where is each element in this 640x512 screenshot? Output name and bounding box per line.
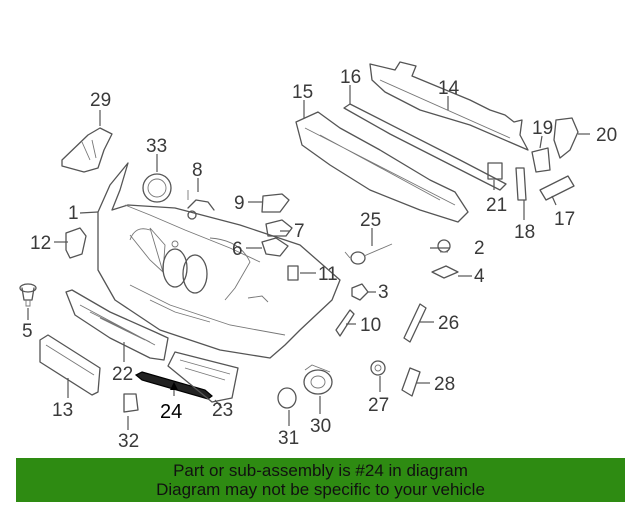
callout-6: 6 — [232, 239, 243, 260]
sensor-27-drawing — [370, 360, 386, 376]
callout-12: 12 — [30, 233, 51, 254]
bracket-21-drawing — [487, 162, 503, 180]
callout-15: 15 — [292, 82, 313, 103]
callout-23: 23 — [212, 400, 233, 421]
bracket-17-drawing — [539, 175, 575, 201]
callout-32: 32 — [118, 431, 139, 452]
callout-18: 18 — [514, 222, 535, 243]
nut-4-drawing — [431, 265, 459, 279]
callout-33: 33 — [146, 136, 167, 157]
bracket-12-drawing — [65, 227, 87, 259]
callout-11: 11 — [318, 264, 338, 285]
callout-19: 19 — [532, 118, 553, 139]
callout-28: 28 — [434, 374, 455, 395]
callout-1: 1 — [68, 203, 79, 224]
grommet-3-drawing — [351, 283, 369, 301]
callout-26: 26 — [438, 313, 459, 334]
bumper-cover-drawing — [97, 162, 341, 359]
bracket-28-drawing — [401, 367, 421, 397]
callout-3: 3 — [378, 282, 389, 303]
ring-31-drawing — [277, 387, 297, 409]
arrow-24-icon — [170, 382, 178, 390]
callout-2: 2 — [474, 238, 485, 259]
callout-27: 27 — [368, 395, 389, 416]
parts-diagram: 1 2 3 4 5 6 7 8 9 10 11 12 13 14 15 16 1… — [19, 61, 617, 452]
leader-lines — [27, 85, 590, 430]
bracket-32-drawing — [123, 393, 139, 413]
reinforcement-14-drawing — [369, 61, 529, 151]
callout-21: 21 — [486, 195, 507, 216]
bracket-26-drawing — [403, 303, 427, 343]
callout-17: 17 — [554, 209, 575, 230]
part-info-banner: Part or sub-assembly is #24 in diagram D… — [16, 458, 625, 502]
callout-5: 5 — [22, 321, 33, 342]
callout-30: 30 — [310, 416, 331, 437]
callout-labels: 1 2 3 4 5 6 7 8 9 10 11 12 13 14 15 16 1… — [22, 67, 617, 452]
bracket-6-drawing — [261, 237, 289, 257]
bracket-19-drawing — [531, 147, 551, 173]
callout-9: 9 — [234, 193, 245, 214]
grille-23-drawing — [167, 351, 239, 403]
callout-16: 16 — [340, 67, 361, 88]
banner-line-disclaimer: Diagram may not be specific to your vehi… — [156, 480, 485, 499]
callout-25: 25 — [360, 210, 381, 231]
washer-cap-9-drawing — [261, 193, 290, 213]
reflector-10-drawing — [335, 309, 355, 337]
callout-14: 14 — [438, 78, 460, 99]
sensor-bracket-8-drawing — [187, 190, 215, 220]
callout-31: 31 — [278, 428, 299, 449]
callout-22: 22 — [112, 364, 133, 385]
callout-10: 10 — [360, 315, 381, 336]
callout-20: 20 — [596, 125, 617, 146]
bracket-18-drawing — [515, 167, 527, 201]
banner-line-part: Part or sub-assembly is #24 in diagram — [173, 461, 468, 480]
callout-4: 4 — [474, 266, 485, 287]
callout-24: 24 — [160, 401, 182, 423]
clip-5-drawing — [19, 283, 37, 307]
absorber-15-drawing — [295, 111, 469, 223]
bracket-7-drawing — [265, 219, 293, 237]
bracket-20-drawing — [553, 117, 579, 159]
clip-11-drawing — [287, 265, 299, 281]
emblem-33-drawing — [142, 173, 172, 203]
lower-grille-drawing — [65, 289, 169, 361]
callout-29: 29 — [90, 90, 111, 111]
license-plate-drawing — [39, 334, 101, 396]
sensor-25-drawing — [344, 243, 393, 265]
callout-7: 7 — [294, 221, 305, 242]
bracket-29-drawing — [61, 127, 113, 173]
sensor-30-drawing — [303, 364, 333, 395]
callout-8: 8 — [192, 160, 203, 181]
callout-13: 13 — [52, 400, 73, 421]
clip-2-drawing — [437, 239, 451, 253]
